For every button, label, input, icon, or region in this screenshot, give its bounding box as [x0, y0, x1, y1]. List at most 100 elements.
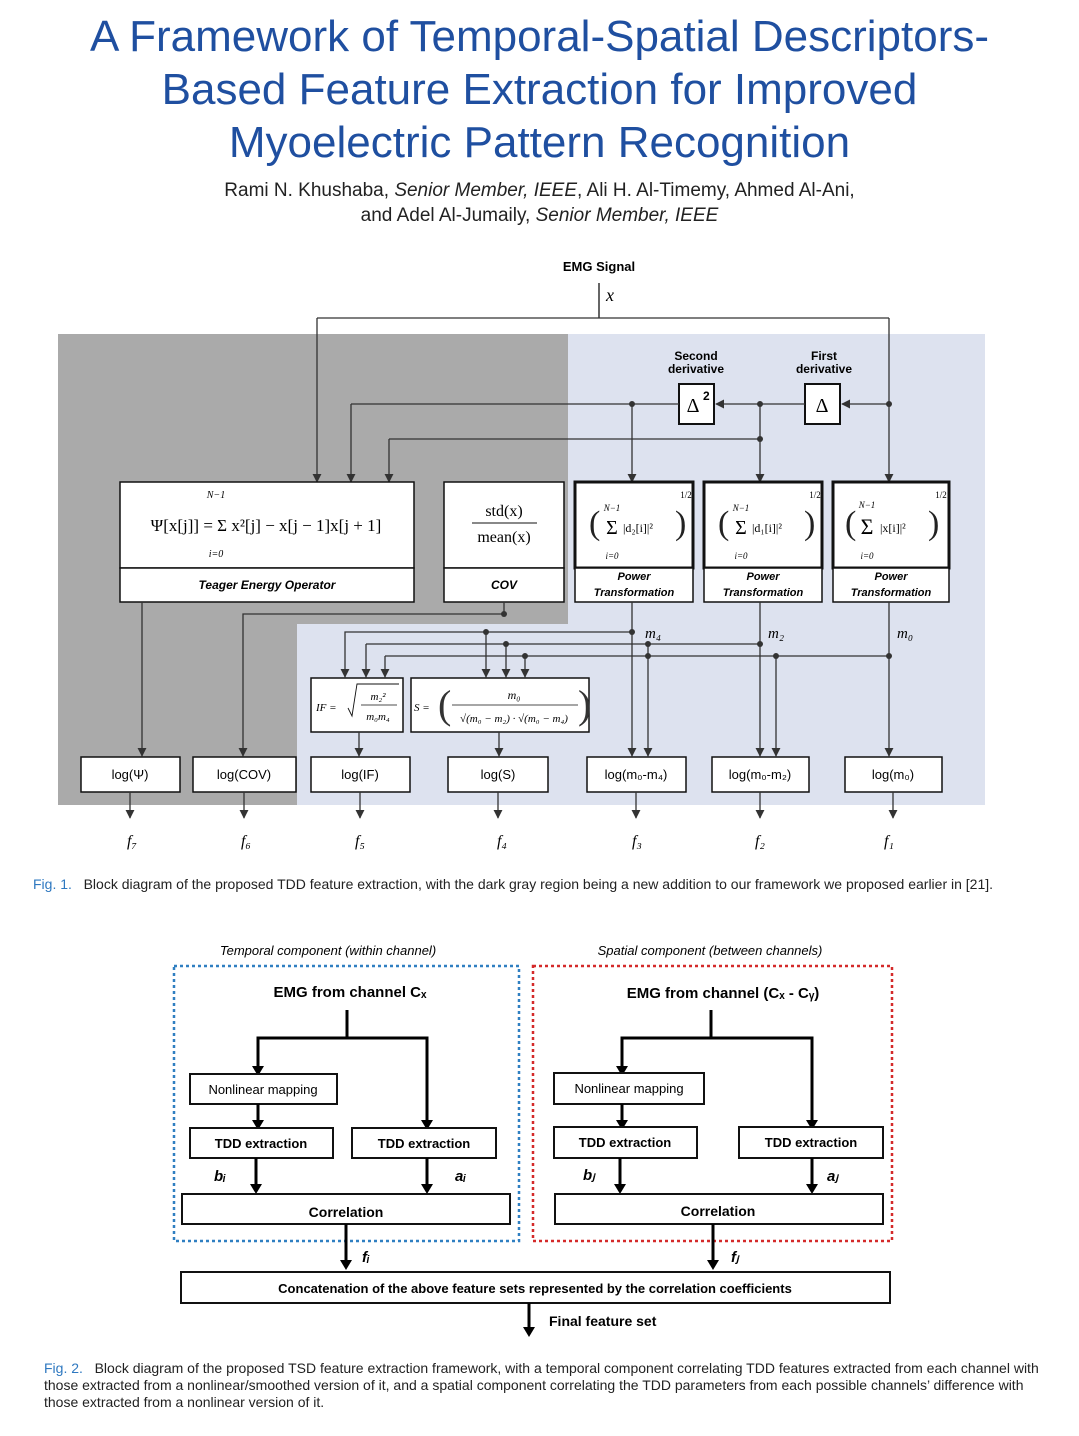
b-j-label: bⱼ [583, 1167, 596, 1184]
fig2-caption-label: Fig. 2. [44, 1360, 83, 1376]
teo-label-box [119, 567, 415, 603]
temporal-nonlinear-box [189, 1073, 338, 1105]
svg-text:): ) [675, 505, 686, 542]
fig1-caption: Fig. 1. Block diagram of the proposed TD… [33, 876, 1023, 893]
temporal-title: Temporal component (within channel) [220, 943, 436, 958]
if-numerator: m₂² [370, 691, 386, 703]
svg-text:log(COV): log(COV) [217, 767, 271, 782]
m0-label: m₀ [897, 626, 913, 642]
m4-label: m₄ [645, 626, 661, 642]
cov-numerator: std(x) [485, 503, 522, 520]
fig1-caption-text: Block diagram of the proposed TDD featur… [83, 876, 994, 892]
temporal-emg-label: EMG from channel Cₓ [273, 984, 427, 1001]
nonlinear-label: Nonlinear mapping [574, 1081, 683, 1096]
feature-label: f₃ [632, 833, 642, 850]
cov-denominator: mean(x) [477, 529, 530, 546]
svg-text:Σ: Σ [606, 517, 618, 539]
second-derivative-box [678, 383, 715, 425]
svg-text:(: ( [589, 505, 600, 542]
svg-text:N−1: N−1 [603, 503, 621, 513]
teo-formula: Ψ[x[j]] = Σ x²[j] − x[j − 1]x[j + 1] [151, 516, 382, 535]
fig2-caption: Fig. 2. Block diagram of the proposed TS… [44, 1360, 1039, 1411]
log-box: log(S) [447, 756, 549, 793]
svg-text:): ) [928, 505, 939, 542]
s-denominator: √(m₀ − m₂) · √(m₀ − m₄) [460, 713, 568, 725]
feature-label: f₇ [127, 833, 137, 850]
svg-text:N−1: N−1 [858, 500, 876, 510]
log-box: log(m₀-m₄) [586, 756, 687, 793]
if-denominator: m₀m₄ [366, 711, 390, 723]
m2-label: m₂ [768, 626, 784, 642]
svg-text:|d₂[i]|²: |d₂[i]|² [623, 521, 653, 535]
f-j-label: fⱼ [731, 1249, 740, 1266]
cov-label: COV [491, 578, 518, 592]
nonlinear-label: Nonlinear mapping [208, 1082, 317, 1097]
correlation-label: Correlation [681, 1203, 756, 1219]
feature-label: f₆ [241, 833, 251, 850]
delta2-symbol: Δ [687, 395, 700, 417]
final-feature-label: Final feature set [549, 1313, 657, 1329]
emg-signal-label: EMG Signal [563, 259, 635, 274]
teo-sum-bottom: i=0 [209, 549, 224, 560]
spatial-region [531, 964, 894, 1243]
b-i-label: bᵢ [214, 1168, 226, 1185]
svg-text:1/2: 1/2 [809, 490, 821, 500]
spatial-title: Spatial component (between channels) [598, 943, 823, 958]
tdd-label: TDD extraction [378, 1136, 471, 1151]
delta1-symbol: Δ [816, 395, 829, 417]
concatenation-label: Concatenation of the above feature sets … [278, 1281, 792, 1296]
svg-text:log(S): log(S) [481, 767, 516, 782]
figure-2: Temporal component (within channel) Spat… [172, 943, 894, 1337]
temporal-correlation-box [181, 1193, 511, 1225]
tdd-label: TDD extraction [579, 1135, 672, 1150]
authors-part: Senior Member, IEEE [535, 205, 719, 226]
spatial-emg-label: EMG from channel (Cₓ - Cᵧ) [627, 985, 820, 1002]
teo-sum-top: N−1 [206, 490, 225, 501]
title-line-2: Based Feature Extraction for Improved [161, 65, 918, 114]
authors-part: Rami N. Khushaba, [224, 180, 395, 201]
log-box: log(m₀-m₂) [711, 756, 810, 793]
if-lhs: IF = [315, 702, 337, 714]
log-box: log(m₀) [844, 756, 943, 793]
tdd-label: TDD extraction [765, 1135, 858, 1150]
svg-text:log(m₀): log(m₀) [872, 767, 914, 782]
fig1-caption-label: Fig. 1. [33, 876, 72, 892]
svg-text:): ) [578, 682, 591, 727]
a-i-label: aᵢ [455, 1168, 466, 1185]
svg-text:i=0: i=0 [860, 551, 874, 561]
correlation-label: Correlation [309, 1204, 384, 1220]
feature-label: f₄ [497, 833, 507, 850]
a-j-label: aⱼ [827, 1168, 839, 1185]
authors: Rami N. Khushaba, Senior Member, IEEE, A… [0, 178, 1079, 228]
svg-text:(: ( [438, 682, 451, 727]
svg-text:Σ: Σ [735, 517, 747, 539]
svg-text:(: ( [845, 505, 856, 542]
spatial-correlation-box [554, 1193, 884, 1225]
x-symbol: x [605, 285, 614, 305]
svg-text:1/2: 1/2 [935, 490, 947, 500]
paper-title: A Framework of Temporal-Spatial Descript… [0, 10, 1079, 169]
title-line-1: A Framework of Temporal-Spatial Descript… [89, 12, 990, 61]
log-box: log(Ψ) [80, 756, 181, 793]
cov-formula-box [443, 481, 565, 569]
svg-text:|x[i]|²: |x[i]|² [880, 521, 906, 535]
teo-formula-box [119, 481, 415, 569]
svg-text:): ) [804, 505, 815, 542]
tdd-label: TDD extraction [215, 1136, 308, 1151]
title-line-3: Myoelectric Pattern Recognition [228, 118, 851, 167]
feature-label: f₂ [755, 833, 765, 850]
log-box: log(IF) [310, 756, 411, 793]
spatial-nonlinear-box [553, 1072, 705, 1105]
temporal-tdd-box-1 [189, 1127, 334, 1159]
svg-text:Σ: Σ [861, 514, 874, 539]
s-numerator: m₀ [508, 688, 521, 702]
s-lhs: S = [414, 702, 430, 714]
delta2-sup: 2 [703, 389, 710, 403]
svg-text:log(m₀-m₄): log(m₀-m₄) [605, 767, 668, 782]
